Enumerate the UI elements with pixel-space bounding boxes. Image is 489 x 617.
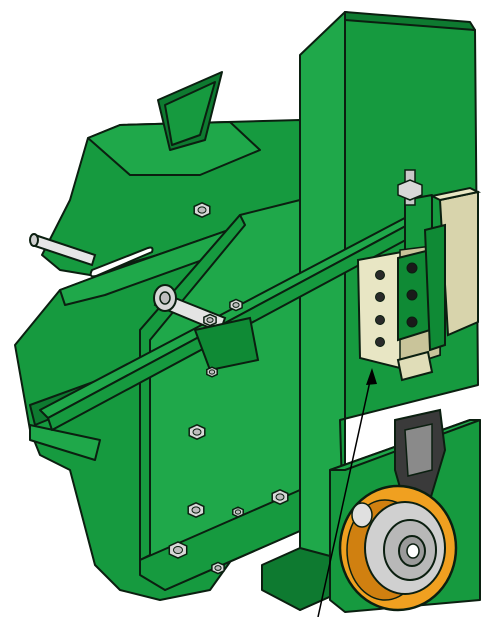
shoe-clip [423, 223, 446, 352]
pin-block [193, 316, 260, 372]
wheel-rim-small [351, 502, 373, 528]
callout-leaders [317, 368, 377, 617]
rail-top-edge [344, 11, 476, 31]
rod-end [29, 233, 39, 247]
hex-bolt [187, 501, 205, 519]
hex-bolt-center [206, 317, 214, 323]
hex-bolt [188, 423, 206, 441]
leader-line-shoe [317, 371, 373, 617]
top-adjuster [397, 169, 423, 206]
hex-bolt [271, 488, 289, 506]
hex-bolt-center [214, 565, 222, 571]
shoe-screw-1 [375, 270, 385, 280]
rear-frame [29, 71, 301, 276]
rear-fin-face [164, 81, 216, 146]
hex-bolt-center [197, 206, 207, 214]
hex-bolt [203, 313, 217, 327]
shoe-screw-3 [375, 315, 385, 325]
shoe-screw-4 [375, 337, 385, 347]
hex-bolt [232, 506, 244, 518]
roller-bracket-face [404, 423, 433, 477]
hex-bolt-center [192, 428, 202, 436]
roller-assembly [338, 408, 458, 612]
hex-bolt-center [191, 506, 201, 514]
wheel-axle [406, 543, 420, 559]
hex-bolt [229, 298, 243, 312]
bolts [168, 201, 289, 575]
shoe-spring [396, 350, 434, 382]
plate-screw-1 [406, 262, 418, 274]
hex-bolt-center [208, 369, 216, 375]
shoe-top [428, 186, 482, 202]
hex-bolt-center [232, 302, 240, 308]
hex-bolt [211, 561, 225, 575]
leader-arrowhead-shoe [366, 368, 377, 385]
hex-bolt [206, 366, 218, 378]
adjuster-nut [397, 179, 423, 201]
hex-bolt-center [173, 546, 183, 554]
plate-screw-3 [406, 316, 418, 328]
shoe-fasteners [375, 262, 418, 347]
lower-lip [29, 424, 101, 461]
pin-head-inner [159, 291, 171, 305]
hex-bolt-center [275, 493, 285, 501]
hex-bolt-center [234, 509, 242, 515]
adjust-slot [89, 246, 154, 278]
plate-screw-2 [406, 289, 418, 301]
hex-bolt [193, 201, 211, 219]
shoe-screw-2 [375, 292, 385, 302]
hex-bolt [168, 541, 188, 559]
